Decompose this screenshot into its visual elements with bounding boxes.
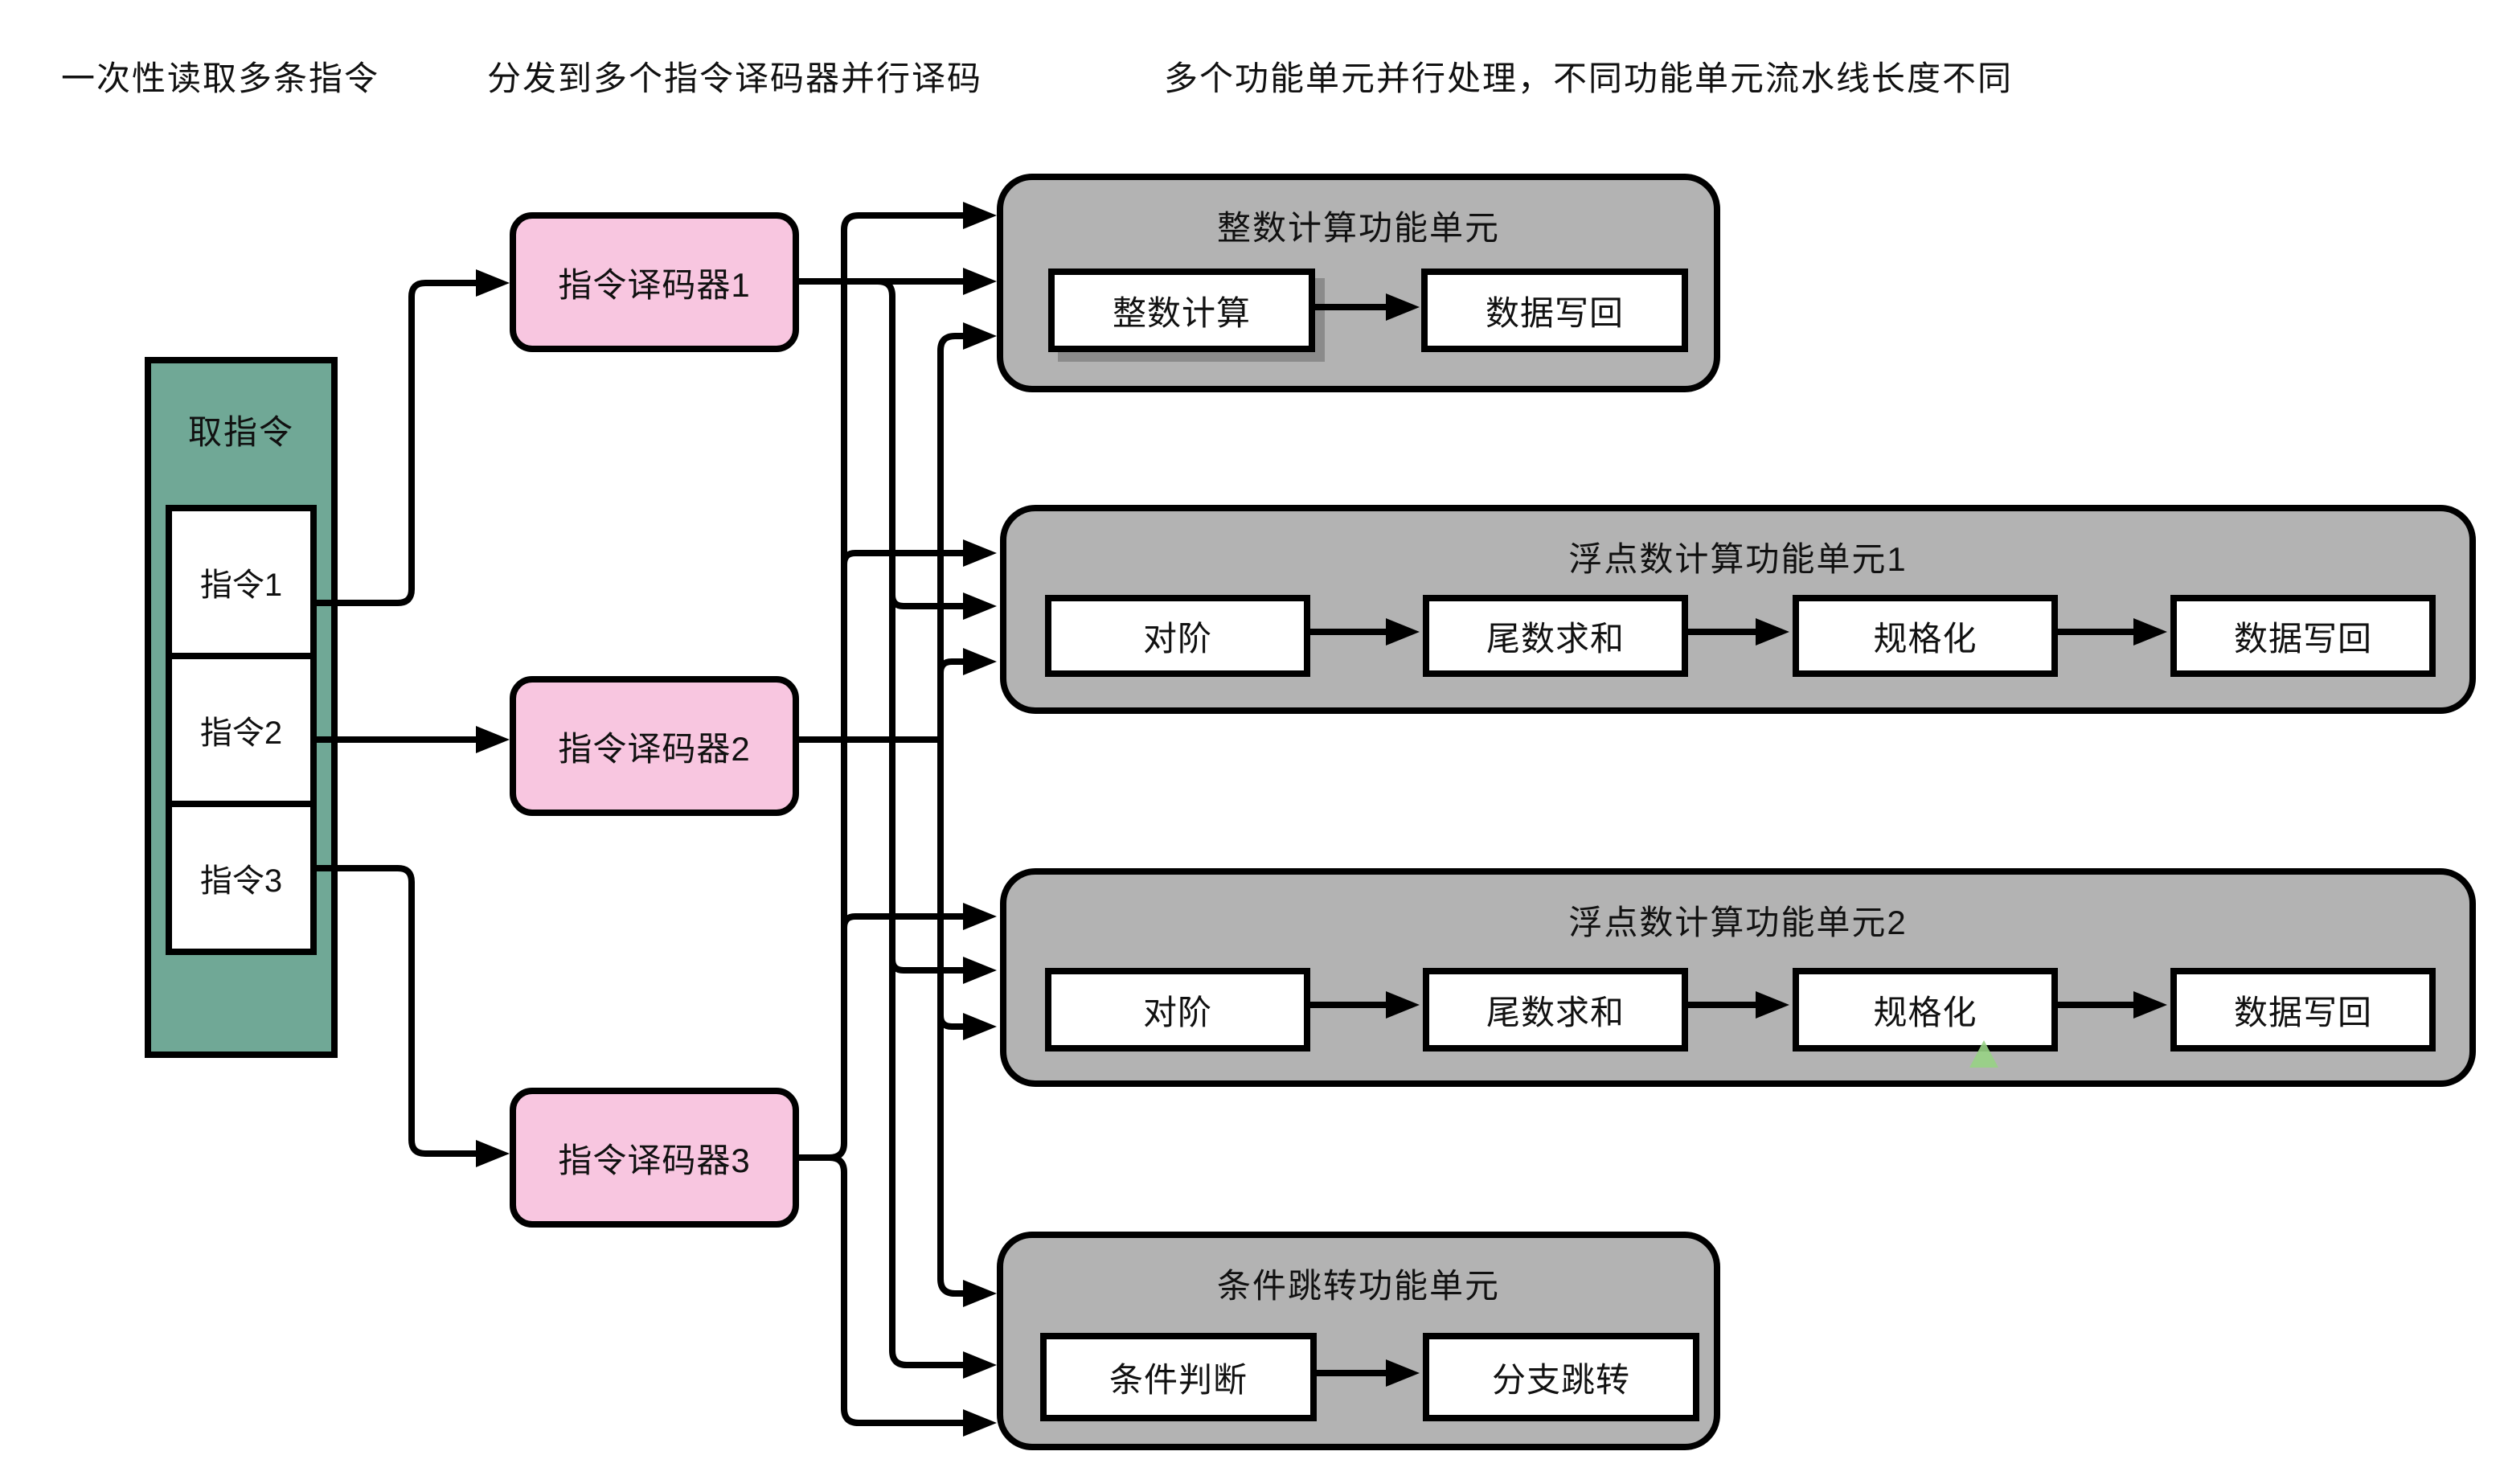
arrowhead	[963, 1409, 997, 1437]
arrowhead	[963, 322, 997, 350]
connector-path	[829, 1154, 968, 1426]
arrowhead	[476, 269, 510, 297]
stage-branch-jump: 分支跳转	[1423, 1333, 1699, 1421]
arrowhead	[963, 202, 997, 229]
stage-mantissa-sum: 尾数求和	[1423, 968, 1688, 1052]
fetch-unit-title: 取指令	[187, 413, 294, 451]
branch-unit-title: 条件跳转功能单元	[1216, 1267, 1500, 1305]
arrowhead	[476, 1140, 510, 1167]
connector-path	[889, 594, 968, 609]
arrowhead	[963, 1013, 997, 1040]
stage-mantissa-sum: 尾数求和	[1423, 595, 1688, 677]
stage-condition-judge: 条件判断	[1040, 1333, 1317, 1421]
connector-path	[889, 958, 968, 974]
connector-path	[937, 740, 968, 1297]
connector-path	[317, 280, 481, 606]
float-unit-2-title: 浮点数计算功能单元2	[1568, 904, 1908, 941]
decoder-1-box: 指令译码器1	[510, 212, 799, 352]
fetch-unit-box: 取指令 指令1 指令2 指令3	[145, 357, 338, 1058]
float-unit-2-box: 浮点数计算功能单元2 对阶 尾数求和 规格化 数据写回	[1000, 868, 2476, 1087]
connector-path	[829, 212, 968, 1161]
arrowhead	[963, 268, 997, 295]
connector-path	[841, 550, 968, 565]
arrowhead	[963, 539, 997, 567]
branch-unit-box: 条件跳转功能单元 条件判断 分支跳转	[997, 1232, 1720, 1450]
integer-unit-title: 整数计算功能单元	[1216, 209, 1500, 247]
connector-path	[937, 658, 968, 674]
stage-align-exponent: 对阶	[1045, 968, 1310, 1052]
stage-normalize: 规格化	[1793, 968, 2058, 1052]
instruction-1-box: 指令1	[166, 505, 317, 659]
decoder-3-box: 指令译码器3	[510, 1088, 799, 1228]
connector-path	[877, 278, 968, 1368]
stage-writeback: 数据写回	[1421, 269, 1688, 352]
stage-align-exponent: 对阶	[1045, 595, 1310, 677]
decoder-2-box: 指令译码器2	[510, 676, 799, 816]
stage-integer-calc: 整数计算	[1048, 269, 1315, 352]
arrowhead	[963, 1280, 997, 1307]
instruction-3-box: 指令3	[166, 801, 317, 955]
connector-path	[937, 1015, 968, 1030]
instruction-2-box: 指令2	[166, 653, 317, 807]
arrowhead	[963, 903, 997, 930]
arrowhead	[476, 726, 510, 753]
stage-writeback: 数据写回	[2170, 968, 2436, 1052]
arrowhead	[963, 1351, 997, 1379]
float-unit-1-title: 浮点数计算功能单元1	[1568, 540, 1908, 578]
arrowhead	[963, 957, 997, 984]
connector-path	[841, 913, 968, 929]
stage-normalize: 规格化	[1793, 595, 2058, 677]
annotation-execute: 多个功能单元并行处理，不同功能单元流水线长度不同	[1164, 59, 2014, 97]
annotation-fetch: 一次性读取多条指令	[61, 59, 380, 97]
float-unit-1-box: 浮点数计算功能单元1 对阶 尾数求和 规格化 数据写回	[1000, 505, 2476, 714]
stage-writeback: 数据写回	[2170, 595, 2436, 677]
connector-path	[937, 333, 968, 740]
connector-path	[317, 865, 481, 1157]
integer-unit-box: 整数计算功能单元 整数计算 数据写回	[997, 174, 1720, 392]
arrowhead	[963, 648, 997, 675]
arrowhead	[963, 592, 997, 620]
annotation-dispatch: 分发到多个指令译码器并行译码	[487, 59, 983, 97]
